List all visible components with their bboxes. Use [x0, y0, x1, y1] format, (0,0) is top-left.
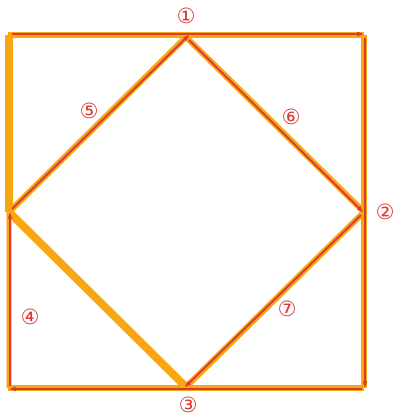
label-step6: ⑥	[282, 105, 301, 129]
label-step2: ②	[376, 200, 395, 224]
label-step3: ③	[179, 393, 198, 417]
arrow-step7	[185, 214, 362, 387]
outer-square	[5, 32, 367, 391]
label-step1: ①	[177, 4, 196, 28]
arrow-step5	[11, 35, 189, 210]
step-labels: ① ② ③ ④ ⑤ ⑥ ⑦	[21, 4, 395, 417]
arrow-step6	[188, 39, 363, 212]
direction-arrows	[7, 31, 368, 392]
diamond-lower-left-edge	[6, 209, 189, 390]
inner-diamond	[6, 34, 367, 390]
label-step5: ⑤	[80, 99, 99, 123]
label-step7: ⑦	[278, 297, 297, 321]
label-step4: ④	[21, 305, 40, 329]
